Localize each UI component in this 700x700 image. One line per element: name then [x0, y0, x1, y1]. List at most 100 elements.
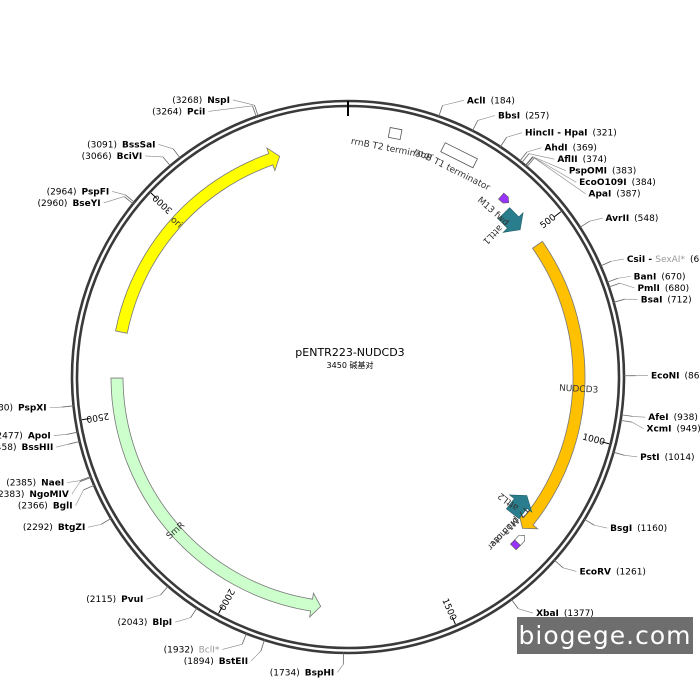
watermark-logo: biogege.com: [517, 617, 693, 654]
site-label-xbai-1377: XbaI(1377): [536, 609, 594, 619]
feature-rrnb-t2-terminator: [387, 127, 403, 141]
site-label-apai-387: ApaI(387): [588, 190, 640, 200]
site-tick-pspomi-383: [524, 156, 533, 167]
site-name: BanI: [634, 272, 657, 282]
site-leader-naei-2385: [67, 480, 80, 483]
feature-t7-promoter: [514, 535, 525, 546]
site-leader-bseyi-2960: [103, 196, 125, 204]
site-tick-bcivi-3066: [162, 156, 171, 167]
site-position: (949): [677, 425, 700, 435]
tick-label-2500: 2500: [85, 410, 109, 424]
site-leader-hincii-hpai-321: [506, 132, 523, 138]
site-position: (2366): [18, 502, 48, 512]
site-tick-ecoo109i-384: [525, 156, 534, 167]
site-tick-pcii-3264: [252, 105, 257, 118]
site-tick-bsai-712: [613, 298, 625, 303]
site-position: (2115): [86, 595, 116, 605]
site-position: (2960): [38, 199, 68, 209]
site-name: BbsI: [498, 112, 520, 122]
site-tick-bgli-2366: [83, 484, 95, 491]
tick-label-3000: 3000: [151, 192, 175, 215]
site-tick-aflii-374: [521, 153, 530, 164]
plasmid-length: 3450 碱基对: [327, 360, 374, 370]
site-tick-xcmi-949: [620, 419, 633, 423]
site-name: EcoRV: [579, 567, 611, 577]
site-position: (383): [612, 167, 636, 177]
feature-box-rrnb-t2-terminator: [387, 127, 403, 141]
site-position: (1932): [164, 645, 194, 655]
site-leader-ecorv-1261: [562, 567, 577, 572]
site-position: (3066): [82, 152, 112, 162]
site-label-bsssai-3091: (3091)BssSaI: [87, 140, 155, 150]
site-label-bsteii-1894: (1894)BstEII: [184, 657, 248, 667]
site-tick-bsgi-1160: [583, 518, 595, 526]
site-label-bcivi-3066: (3066) BciVI: [82, 152, 143, 162]
site-tick-bani-670: [606, 277, 619, 283]
tick-label-1500: 1500: [439, 597, 457, 622]
site-tick-apoi-2477: [66, 431, 79, 435]
site-label-acli-184: AclI(184): [467, 96, 515, 106]
tick-mark-500: [554, 211, 562, 218]
site-tick-afei-938: [620, 414, 633, 417]
site-label-pspxi-2530: (2530)PspXI: [0, 404, 47, 414]
site-label-bani-670: BanI(670): [634, 272, 686, 282]
site-label-bsphi-1734: (1734)BspHI: [270, 668, 334, 678]
site-position: (369): [573, 144, 597, 154]
site-leader-pcii-3264: [208, 105, 253, 112]
site-position: (2530): [0, 404, 13, 414]
site-name: AhdI: [544, 144, 567, 154]
site-label-pspfi-2964: (2964)PspFI: [47, 187, 110, 197]
site-tick-bseyi-2960: [123, 196, 134, 205]
site-tick-apai-387: [526, 157, 535, 168]
tick-mark-1500: [451, 616, 456, 625]
site-position: (1734): [270, 668, 300, 678]
site-leader-pspomi-383: [532, 156, 566, 171]
site-name: BssHII: [21, 443, 53, 453]
site-position: (257): [525, 112, 549, 122]
site-leader-bsshii-2458: [56, 443, 69, 448]
tick-mark-2500: [81, 418, 90, 421]
site-tick-acli-184: [438, 105, 443, 117]
site-label-pmli-680: PmlI(680): [637, 284, 689, 294]
site-label-ngomiv-2383: (2383)NgoMIV: [0, 490, 69, 500]
site-tick-csii-sexai-635: [600, 260, 612, 267]
site-label-ahdi-369: AhdI (369): [544, 144, 596, 154]
site-leader-pspfi-2964: [112, 191, 126, 196]
site-tick-ngomiv-2383: [80, 476, 92, 482]
site-label-apoi-2477: (2477)ApoI: [0, 432, 51, 442]
site-position: (712): [667, 295, 691, 305]
site-position: (384): [632, 178, 656, 188]
site-label-nspi-3268: (3268)NspI: [172, 96, 230, 106]
site-name: PspFI: [82, 187, 110, 197]
site-position: (1160): [637, 524, 667, 534]
site-name: AclI: [467, 96, 486, 106]
site-tick-bbsi-257: [471, 120, 479, 132]
site-tick-psti-1014: [612, 451, 625, 456]
site-name: NgoMIV: [29, 490, 68, 500]
site-position: (3091): [87, 140, 117, 150]
site-leader-apoi-2477: [53, 434, 67, 436]
site-label-bbsi-257: BbsI (257): [498, 112, 549, 122]
site-tick-pvui-2115: [160, 585, 169, 596]
site-tick-blpi-2043: [190, 607, 198, 618]
site-label-afei-938: AfeI(938): [648, 413, 698, 423]
site-name: BglI: [53, 502, 73, 512]
site-leader-xbai-1377: [518, 608, 534, 614]
site-tick-hincii-hpai-321: [499, 137, 507, 148]
site-position: (2458): [0, 443, 16, 453]
site-label-btgzi-2292: (2292)BtgZI: [23, 523, 85, 533]
site-tick-bsssai-3091: [172, 148, 181, 159]
feature-label-nudcd3: NUDCD3: [559, 384, 599, 396]
site-leader-ahdi-369: [526, 147, 542, 153]
site-tick-bsteii-1894: [260, 639, 265, 652]
site-name: BciVI: [117, 152, 143, 162]
site-label-bsshii-2458: (2458) BssHII: [0, 443, 53, 453]
site-leader-bsgi-1160: [594, 524, 608, 529]
site-name: CsiI -: [627, 255, 655, 265]
site-tick-pspxi-2530: [62, 405, 75, 408]
site-name: BtgZI: [58, 523, 85, 533]
site-name: PmlI: [637, 284, 659, 294]
site-position: (2043): [117, 618, 147, 628]
